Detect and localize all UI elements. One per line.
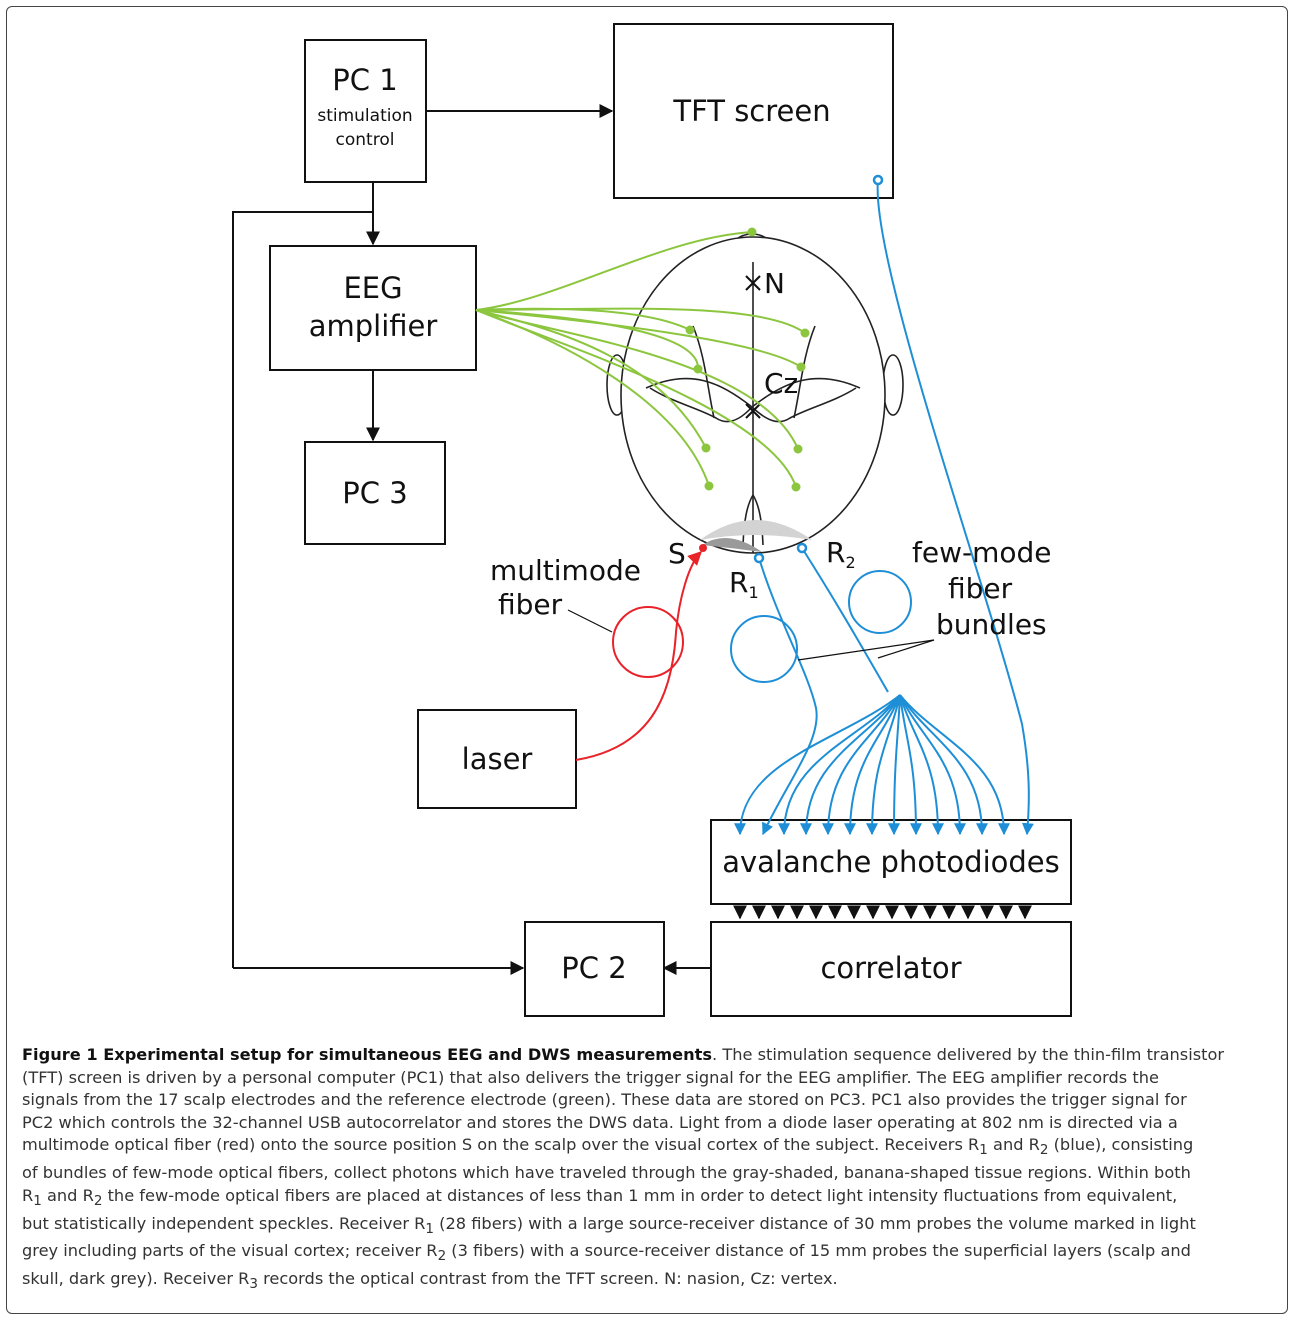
- eeg-electrode-dot: [704, 481, 714, 491]
- receiver-r1-dot: [753, 552, 765, 564]
- eeg-label-2: amplifier: [309, 309, 438, 343]
- fiber-to-apd: [899, 694, 988, 836]
- eeg-wire: [475, 309, 802, 368]
- eeg-wire: [475, 307, 806, 334]
- figure-caption: Figure 1 Experimental setup for simultan…: [22, 1045, 1225, 1293]
- pc1-box: [304, 39, 427, 183]
- fiber-to-apd: [734, 694, 901, 836]
- multimode-label-2: fiber: [498, 588, 563, 621]
- pc1-subtitle-2: control: [336, 130, 395, 150]
- source-dot: [699, 544, 707, 552]
- pc2-box: [524, 921, 665, 1017]
- multimode-label-1: multimode: [490, 554, 641, 587]
- apd-to-correlator-arrows: [733, 905, 1032, 920]
- tft-screen-box: [613, 23, 894, 199]
- eeg-wire: [475, 309, 700, 370]
- vertex-label: Cz: [764, 367, 798, 400]
- eeg-amplifier-box: [269, 245, 477, 371]
- eeg-electrode-dot: [796, 362, 806, 372]
- eeg-electrode-dot: [747, 227, 757, 237]
- tissue-region-light: [700, 520, 812, 540]
- eeg-label-1: EEG: [343, 271, 402, 305]
- pointer-lines: [567, 609, 935, 661]
- fiber-to-apd: [899, 694, 922, 836]
- figure-frame: [6, 6, 1288, 1314]
- fiber-bundle-fan: [734, 694, 1010, 836]
- eeg-electrode-dot: [685, 325, 695, 335]
- eeg-electrode-dot: [791, 482, 801, 492]
- fewmode-label-2: fiber: [948, 572, 1013, 605]
- fiber-to-apd: [778, 694, 901, 836]
- pc2-label: PC 2: [561, 951, 626, 985]
- eeg-electrode-dot: [793, 444, 803, 454]
- landmark-markers: [745, 275, 761, 419]
- fewmode-label-3: bundles: [936, 608, 1047, 641]
- fewmode-label-1: few-mode: [912, 536, 1052, 569]
- receiver-r3-dot: [872, 174, 884, 186]
- signal-lines: [232, 104, 711, 975]
- receiver-r2-dot: [796, 542, 808, 554]
- fiber-to-apd: [844, 694, 901, 836]
- fiber-to-apd: [888, 694, 901, 836]
- nasion-label: N: [764, 267, 785, 300]
- fiber-to-apd: [866, 694, 901, 836]
- pc3-box: [304, 441, 446, 545]
- fiber-to-apd: [899, 694, 1010, 836]
- eeg-wire: [475, 231, 753, 311]
- eeg-wire: [475, 309, 799, 450]
- laser-box: [417, 709, 577, 809]
- multimode-fiber: [575, 551, 702, 761]
- tissue-region-dark: [702, 537, 762, 552]
- eeg-electrode-wires: [475, 227, 810, 492]
- fiber-to-apd: [822, 694, 901, 836]
- laser-label: laser: [462, 742, 533, 776]
- correlator-label: correlator: [820, 951, 961, 985]
- source-label: S: [668, 537, 686, 570]
- apd-label: avalanche photodiodes: [722, 845, 1060, 879]
- pc3-label: PC 3: [342, 476, 407, 510]
- correlator-box: [710, 921, 1072, 1017]
- setup-diagram: PC 1 stimulation control TFT screen EEG …: [232, 23, 1072, 1017]
- few-mode-fiber-bundles: [730, 179, 1034, 836]
- receiver-r1-label: R1: [729, 566, 759, 602]
- eeg-wire: [475, 309, 797, 488]
- caption-title: Figure 1 Experimental setup for simultan…: [22, 1045, 713, 1064]
- pc1-title: PC 1: [332, 63, 397, 97]
- eeg-electrode-dot: [701, 443, 711, 453]
- head-illustration: [606, 233, 904, 554]
- fiber-to-apd: [800, 694, 901, 836]
- receiver-r2-label: R2: [826, 536, 856, 572]
- fiber-to-apd: [899, 694, 966, 836]
- eeg-electrode-dot: [800, 328, 810, 338]
- pc1-subtitle-1: stimulation: [317, 106, 412, 126]
- tft-screen-label: TFT screen: [672, 94, 830, 128]
- fiber-to-apd: [899, 694, 944, 836]
